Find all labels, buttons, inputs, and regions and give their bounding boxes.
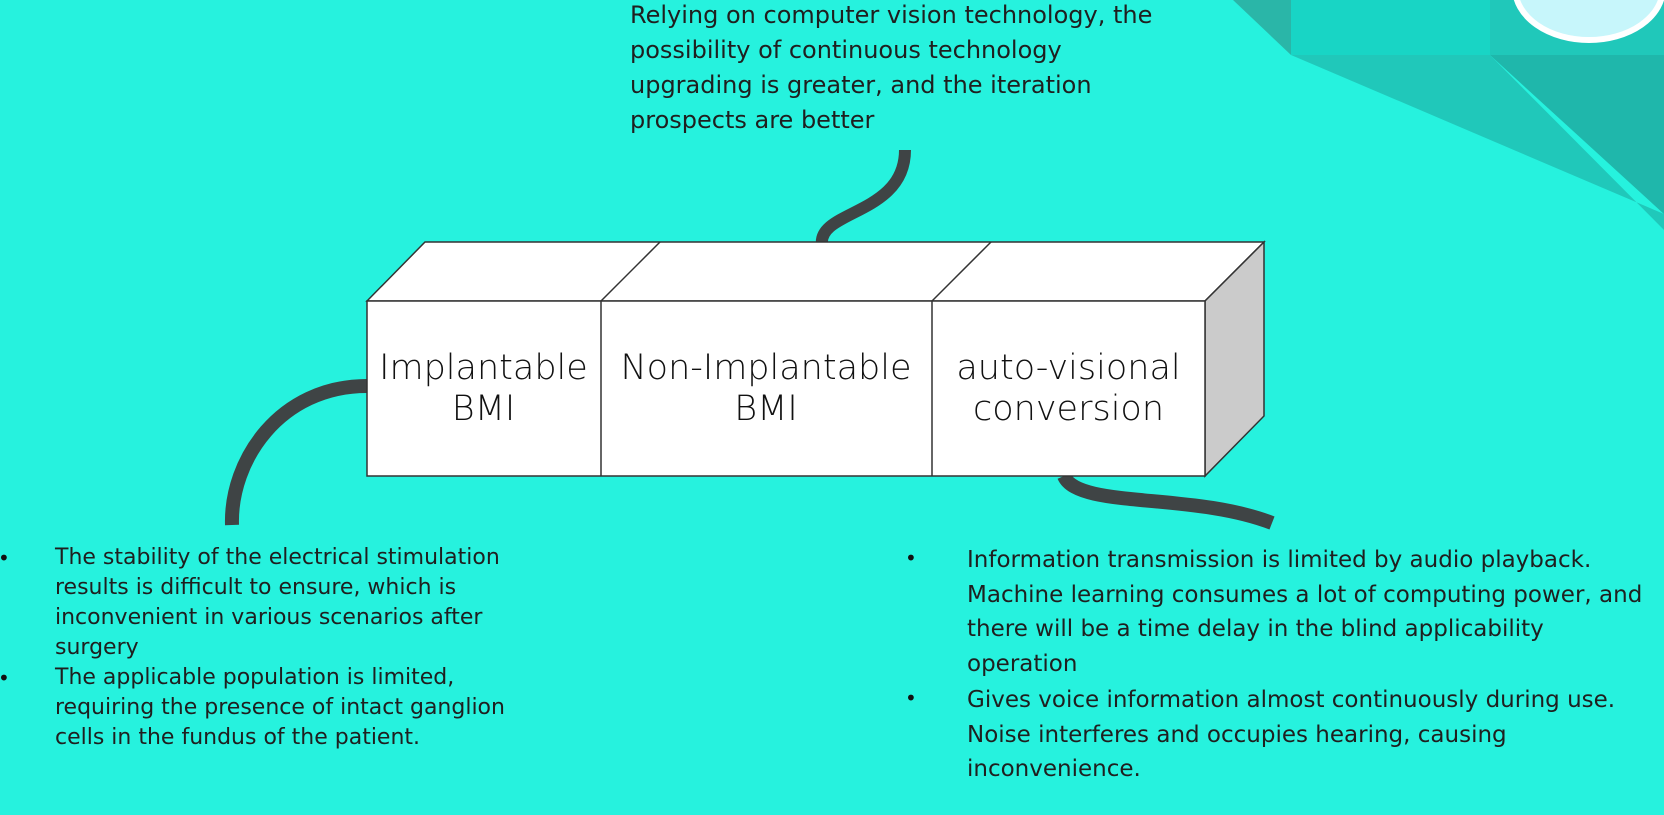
- implantable-block-label: Implantable BMI: [379, 347, 588, 429]
- top-note: Relying on computer vision technology, t…: [630, 1, 1153, 134]
- right-bullet-item: Information transmission is limited by a…: [905, 543, 1657, 681]
- corner-decoration-shape-3: [1291, 0, 1490, 55]
- auto-visional-limitations-list: Information transmission is limited by a…: [905, 543, 1657, 789]
- block-top-face: [365, 241, 1266, 302]
- three-block-diagram: [365, 240, 1266, 478]
- block-top-divider-2: [931, 241, 992, 302]
- right-connector: [1057, 472, 1275, 530]
- corner-decoration-shape-5: [1490, 55, 1664, 214]
- corner-circle: [1513, 0, 1664, 43]
- block-front-face: [366, 300, 1206, 477]
- left-bullet-item: The stability of the electrical stimulat…: [0, 543, 515, 663]
- block-top-divider-1: [600, 241, 661, 302]
- top-connector: [815, 149, 911, 246]
- corner-decoration-shape-6: [1291, 55, 1664, 230]
- implantable-limitations-list: The stability of the electrical stimulat…: [0, 543, 515, 753]
- left-connector: [224, 379, 368, 526]
- left-bullet-item: The applicable population is limited, re…: [0, 663, 515, 753]
- non-implantable-block-label: Non-Implantable BMI: [620, 347, 912, 429]
- auto-visional-block-label: auto-visional conversion: [956, 347, 1181, 429]
- right-bullet-item: Gives voice information almost continuou…: [905, 683, 1657, 787]
